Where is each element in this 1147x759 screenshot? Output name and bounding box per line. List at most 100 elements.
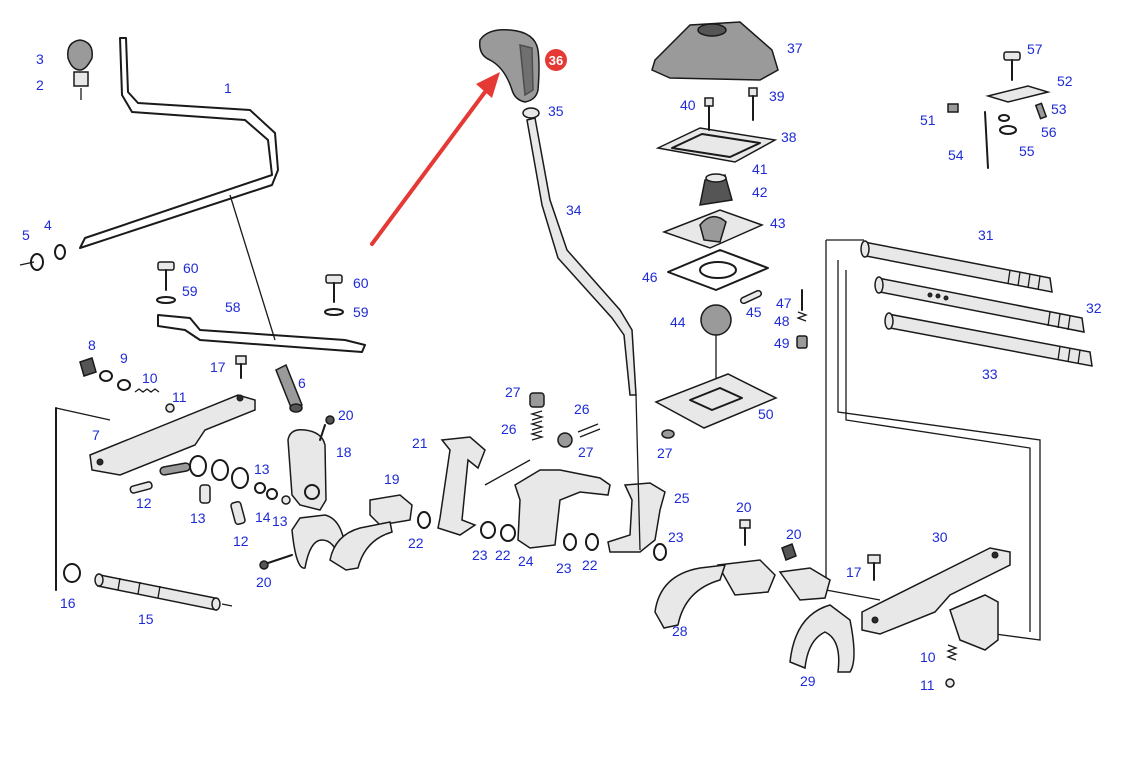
callout-27-c: 27 (657, 445, 673, 461)
callout-12-b: 12 (233, 533, 249, 549)
callout-10-right: 10 (920, 649, 936, 665)
callout-51: 51 (920, 112, 936, 128)
part-46-gasket (667, 249, 769, 291)
callout-10-left: 10 (142, 370, 158, 386)
callout-43: 43 (770, 215, 786, 231)
part-50-base-plate (654, 373, 778, 439)
callout-54: 54 (948, 147, 964, 163)
parts-51-57 (947, 51, 1051, 169)
part-1-selector-rod (19, 37, 279, 341)
callout-59-a: 59 (182, 283, 198, 299)
callout-18: 18 (336, 444, 352, 460)
callout-13-c: 13 (272, 513, 288, 529)
callout-56: 56 (1041, 124, 1057, 140)
callout-28: 28 (672, 623, 688, 639)
callout-52: 52 (1057, 73, 1073, 89)
callout-35: 35 (548, 103, 564, 119)
callout-32: 32 (1086, 300, 1102, 316)
callout-40: 40 (680, 97, 696, 113)
callout-38: 38 (781, 129, 797, 145)
part-30-lever (861, 547, 1011, 688)
part-34-gear-lever (522, 107, 641, 551)
callout-50: 50 (758, 406, 774, 422)
callout-23-c: 23 (668, 529, 684, 545)
callout-11-right: 11 (920, 677, 935, 693)
callout-12-a: 12 (136, 495, 152, 511)
callout-30: 30 (932, 529, 948, 545)
callout-9: 9 (120, 350, 128, 366)
shaft-frame (825, 239, 1041, 641)
callout-6: 6 (298, 375, 306, 391)
callout-27-b: 27 (578, 444, 594, 460)
callout-55: 55 (1019, 143, 1035, 159)
callout-20-a: 20 (338, 407, 354, 423)
part-36-badge-label: 36 (549, 53, 563, 68)
part-44-ball (700, 304, 732, 380)
part-41-42-boot (699, 173, 733, 206)
callout-26-b: 26 (574, 401, 590, 417)
callout-58: 58 (225, 299, 241, 315)
callout-25: 25 (674, 490, 690, 506)
callout-59-b: 59 (353, 304, 369, 320)
callout-3: 3 (36, 51, 44, 67)
callout-22-b: 22 (495, 547, 511, 563)
callout-23-b: 23 (556, 560, 572, 576)
part-28-fork (654, 519, 776, 629)
part-38-frame (655, 87, 778, 163)
callout-37: 37 (787, 40, 803, 56)
callout-57: 57 (1027, 41, 1043, 57)
part-15-shaft (63, 563, 233, 611)
part-19-fork (329, 494, 431, 571)
callout-34: 34 (566, 202, 582, 218)
callout-23-a: 23 (472, 547, 488, 563)
callout-16: 16 (60, 595, 76, 611)
callout-31: 31 (978, 227, 994, 243)
callout-22-a: 22 (408, 535, 424, 551)
part-24-bracket (514, 469, 611, 551)
part-31-shaft (860, 240, 1053, 293)
callout-7: 7 (92, 427, 100, 443)
part-21-bracket (437, 436, 531, 542)
part-32-shaft (874, 276, 1085, 333)
callout-60-b: 60 (353, 275, 369, 291)
part-7-lever (55, 394, 256, 591)
parts-45-49 (739, 289, 808, 349)
callout-33: 33 (982, 366, 998, 382)
callout-20-d: 20 (786, 526, 802, 542)
callout-27-a: 27 (505, 384, 521, 400)
callout-41: 41 (752, 161, 768, 177)
parts-12-14-pins (129, 455, 291, 525)
part-36-badge[interactable]: 36 (545, 49, 567, 71)
part-43-plate (661, 209, 765, 249)
callout-17-left: 17 (210, 359, 226, 375)
callout-45: 45 (746, 304, 762, 320)
callout-46: 46 (642, 269, 658, 285)
callout-11-left: 11 (172, 389, 187, 405)
callout-22-c: 22 (582, 557, 598, 573)
part-3-knob (67, 39, 93, 100)
part-25-bracket (607, 482, 667, 561)
parts-8-11-hardware (79, 357, 175, 413)
callout-20-c: 20 (736, 499, 752, 515)
callout-39: 39 (769, 88, 785, 104)
highlight-arrow (370, 72, 500, 246)
callout-13-b: 13 (254, 461, 270, 477)
callout-1: 1 (224, 80, 232, 96)
callout-48: 48 (774, 313, 790, 329)
callout-47: 47 (776, 295, 792, 311)
part-58-bracket (156, 261, 366, 353)
part-18-fork (235, 355, 347, 570)
callout-13-a: 13 (190, 510, 206, 526)
callout-42: 42 (752, 184, 768, 200)
callout-labels: 1 2 3 4 5 6 7 8 9 10 11 12 12 13 13 13 1… (22, 40, 1102, 693)
callout-14: 14 (255, 509, 271, 525)
callout-8: 8 (88, 337, 96, 353)
callout-21: 21 (412, 435, 428, 451)
callout-19: 19 (384, 471, 400, 487)
callout-49: 49 (774, 335, 790, 351)
callout-53: 53 (1051, 101, 1067, 117)
callout-60-a: 60 (183, 260, 199, 276)
part-26-bolt (529, 392, 601, 448)
callout-17-right: 17 (846, 564, 862, 580)
